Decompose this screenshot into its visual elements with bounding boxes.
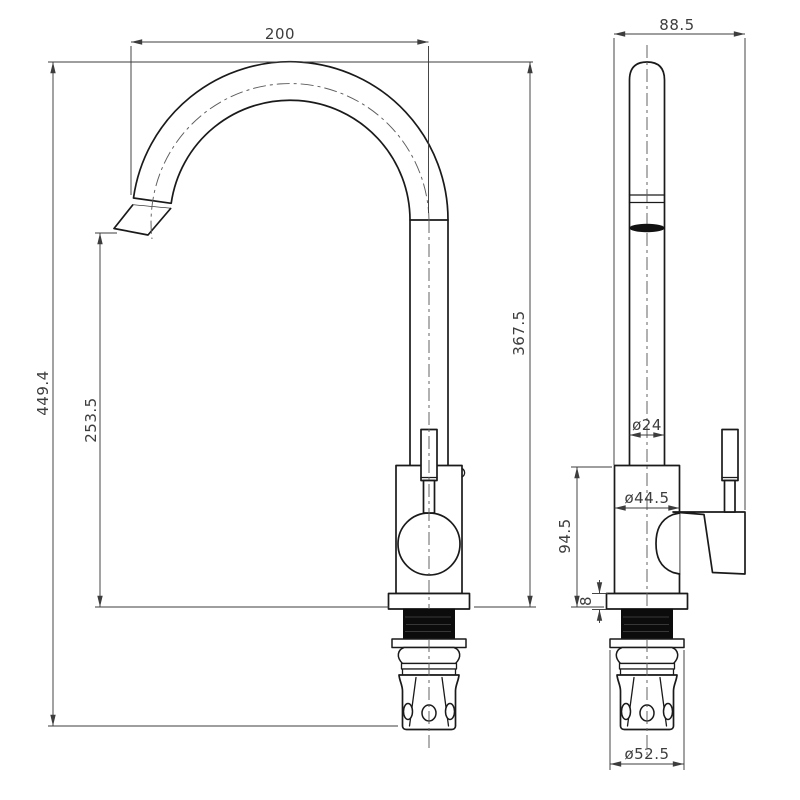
spout-tip [113, 204, 172, 236]
underdeck-assembly-front [387, 592, 471, 731]
front-view [113, 60, 471, 749]
dim-outlet-height-label: 253.5 [82, 397, 100, 442]
dim-flange-thickness-label: 8 [577, 596, 595, 606]
lever-stem-side [723, 479, 736, 513]
dim-spout-top-height-label: 367.5 [510, 310, 528, 355]
dim-body-diameter-label: ø44.5 [624, 489, 669, 507]
underdeck-assembly-side [605, 592, 689, 731]
dim-spout-reach-label: 200 [265, 25, 295, 43]
riser-pipe [409, 219, 449, 467]
spout-outline [132, 60, 449, 221]
dim-thread-diameter-label: ø52.5 [624, 745, 669, 763]
handle-cone [655, 512, 681, 575]
handle-lever-side [721, 428, 739, 482]
handle-base [672, 511, 746, 575]
dim-overall-height-label: 449.4 [34, 370, 52, 415]
tube-joint-ring [629, 223, 665, 233]
body-notch [461, 467, 466, 478]
dim-side-width-label: 88.5 [659, 16, 694, 34]
side-view [605, 45, 746, 757]
dim-pipe-diameter-label: ø24 [632, 416, 662, 434]
dim-body-height-label: 94.5 [556, 518, 574, 553]
dimensions: 200 88.5 449.4 253.5 367.5 94.5 8 ø24 ø4… [34, 16, 746, 770]
spout-centerline [150, 83, 430, 240]
